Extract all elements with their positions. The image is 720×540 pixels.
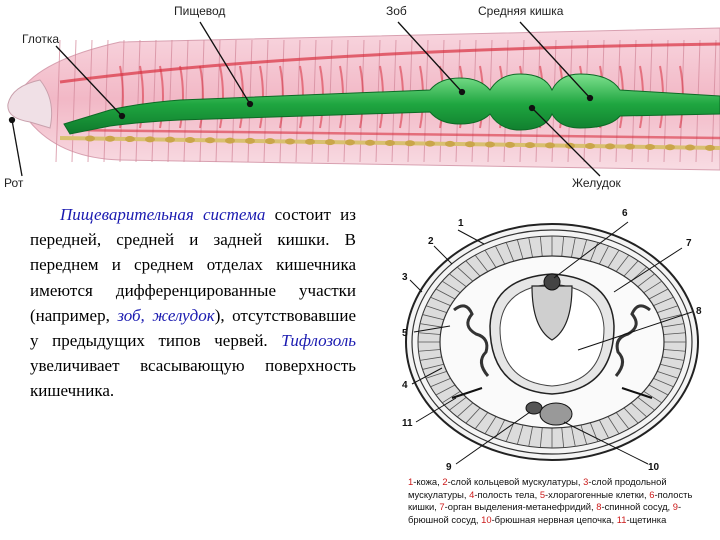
description-paragraph: Пищеварительная система состоит из перед…	[30, 202, 356, 404]
caption-text-1: -кожа,	[413, 476, 442, 487]
dorsal-vessel-section	[544, 274, 560, 290]
caption-text-4: -полость тела,	[474, 489, 539, 500]
caption-text-10: -брюшная нервная цепочка,	[492, 514, 617, 525]
cross-label-1: 1	[458, 218, 464, 229]
cross-label-7: 7	[686, 238, 692, 249]
caption-text-11: -щетинка	[626, 514, 666, 525]
cross-label-9: 9	[446, 462, 452, 473]
label-midgut: Средняя кишка	[478, 4, 563, 18]
label-esophagus: Пищевод	[174, 4, 225, 18]
label-gizzard: Желудок	[572, 176, 621, 190]
cross-label-6: 6	[622, 208, 628, 219]
nerve-cord-section	[540, 403, 572, 425]
text-highlight-typhlosole: Тифлозоль	[281, 331, 356, 350]
cross-label-10: 10	[648, 462, 660, 473]
caption-num-10: 10	[481, 514, 491, 525]
worm-digestive-diagram	[0, 0, 720, 190]
cross-label-5: 5	[402, 328, 408, 339]
ventral-vessel-section	[526, 402, 542, 414]
cross-section-caption: 1-кожа, 2-слой кольцевой мускулатуры, 3-…	[408, 476, 708, 526]
cross-label-8: 8	[696, 306, 702, 317]
caption-num-11: 11	[617, 514, 627, 525]
cross-label-4: 4	[402, 380, 408, 391]
cross-label-3: 3	[402, 272, 408, 283]
cross-section-diagram: 1 2 3 4 5 6 7 8 9 10 11	[392, 200, 712, 475]
caption-text-5: -хлорагогенные клетки,	[545, 489, 649, 500]
text-part-3: увеличивает всасывающую поверхность кише…	[30, 356, 356, 400]
cross-label-2: 2	[428, 236, 434, 247]
text-highlight-crop-gizzard: зоб, желудок	[117, 306, 214, 325]
label-crop: Зоб	[386, 4, 407, 18]
label-mouth: Рот	[4, 176, 23, 190]
pointer-mouth	[12, 120, 22, 176]
cross-label-11: 11	[402, 418, 413, 429]
text-highlight-system: Пищеварительная система	[60, 205, 265, 224]
caption-text-2: -слой кольцевой мускулатуры,	[448, 476, 584, 487]
caption-text-7: -орган выделения-метанефридий,	[445, 501, 597, 512]
label-pharynx: Глотка	[22, 32, 59, 46]
caption-text-8: -спинной сосуд,	[601, 501, 672, 512]
